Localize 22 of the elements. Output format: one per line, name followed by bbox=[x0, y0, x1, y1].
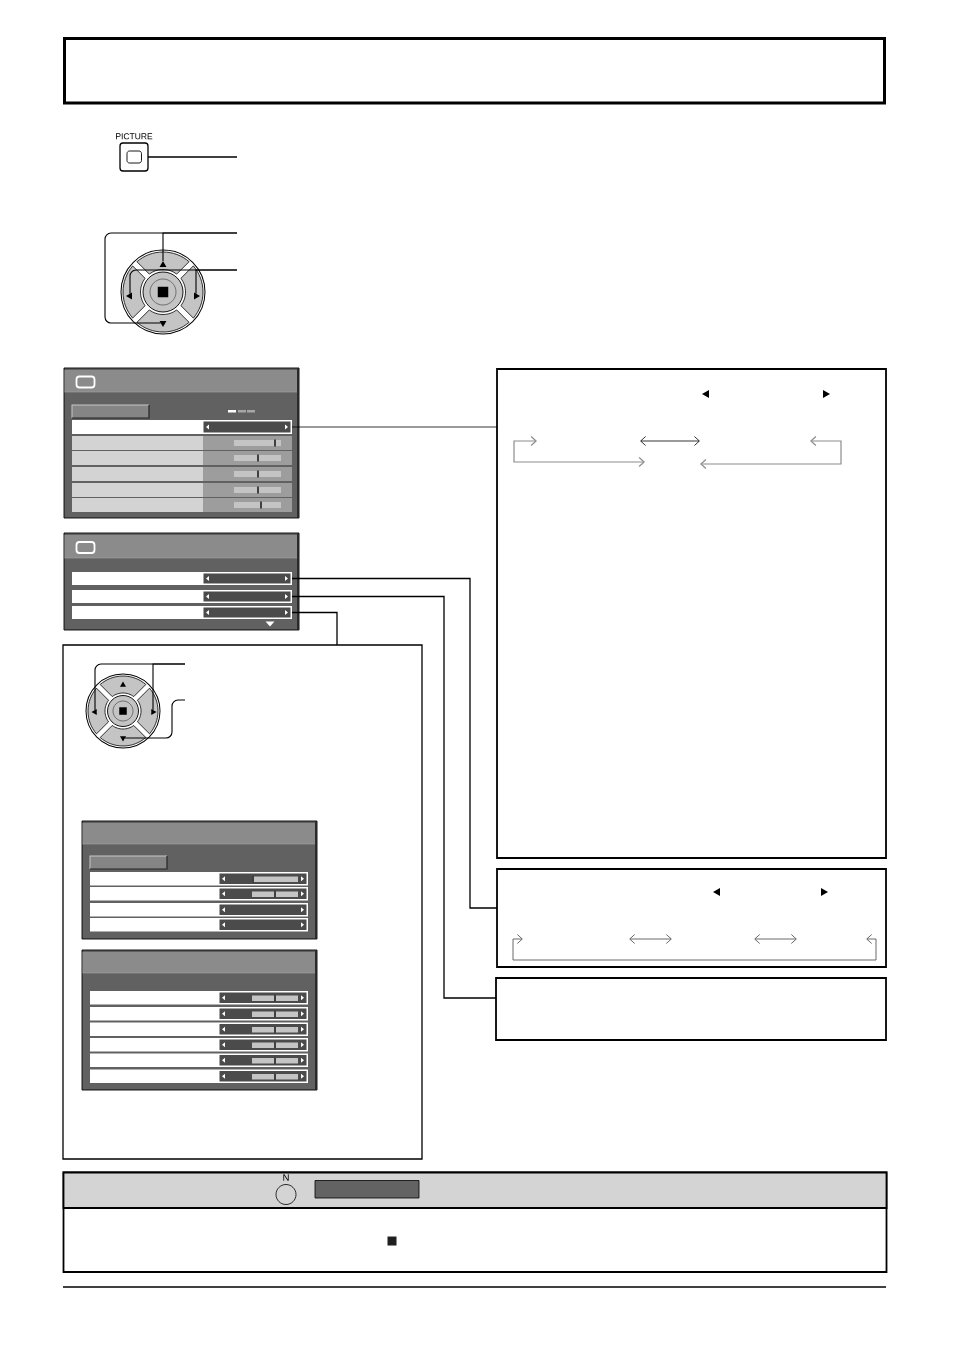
down-arrow-icon bbox=[119, 736, 127, 742]
leader-line bbox=[195, 269, 238, 295]
leader-line bbox=[152, 663, 186, 711]
connector-line bbox=[291, 426, 498, 428]
connector-line bbox=[291, 611, 338, 646]
up-arrow-icon bbox=[119, 681, 127, 687]
leader-line bbox=[147, 156, 238, 158]
connector-line bbox=[291, 595, 497, 999]
info-box bbox=[496, 368, 887, 859]
info-box bbox=[495, 977, 887, 1041]
button-label: PICTURE bbox=[116, 133, 153, 140]
down-arrow-icon bbox=[159, 321, 167, 327]
right-arrow-icon bbox=[151, 709, 157, 716]
title-box bbox=[63, 37, 886, 105]
panel-box bbox=[62, 644, 423, 1160]
key-label: N bbox=[283, 1174, 289, 1181]
connector-line bbox=[291, 577, 498, 909]
left-arrow-icon bbox=[126, 292, 132, 300]
left-arrow-icon bbox=[91, 709, 97, 716]
right-arrow-icon bbox=[194, 292, 200, 300]
info-box bbox=[496, 868, 887, 968]
up-arrow-icon bbox=[159, 261, 167, 267]
